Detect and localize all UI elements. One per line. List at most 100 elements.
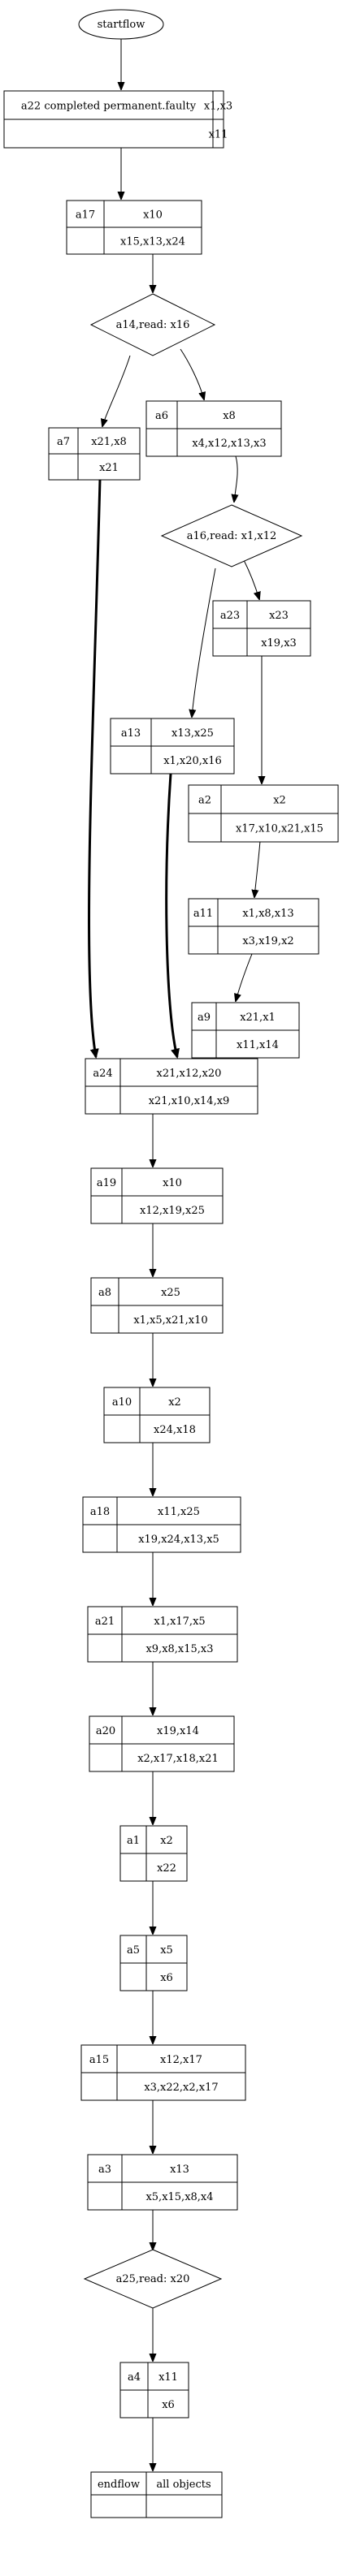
node-bottom-vars: x21 <box>99 462 119 474</box>
node-top-vars: x2 <box>273 795 286 807</box>
node-label: a22 completed permanent.faulty <box>21 101 197 113</box>
node-top-vars: x1,x17,x5 <box>154 1616 205 1628</box>
node-label: a11 <box>193 908 213 920</box>
node-top-vars: x1,x8,x13 <box>242 908 293 920</box>
node-bottom-vars: x9,x8,x15,x3 <box>145 1643 213 1655</box>
node-label: a2 <box>198 795 211 807</box>
start-node: startflow <box>78 9 164 40</box>
node-top-vars: x5 <box>160 1944 173 1957</box>
node-bottom-vars: x19,x3 <box>261 637 297 649</box>
node-bottom-vars: x1,x5,x21,x10 <box>133 1314 207 1327</box>
node-top-vars: x21,x8 <box>91 436 127 448</box>
node-top-vars: x25 <box>161 1287 180 1299</box>
edge-a14-a7 <box>102 355 131 426</box>
decision-label: a16,read: x1,x12 <box>187 530 277 542</box>
node-bottom-vars: x21,x10,x14,x9 <box>149 1095 230 1107</box>
node-label: a21 <box>95 1616 115 1628</box>
node-a19: a19 x10 x12,x19,x25 <box>90 1167 224 1224</box>
node-bottom-vars: x24,x18 <box>154 1424 196 1436</box>
node-a6: a6 x8 x4,x12,x13,x3 <box>145 400 282 457</box>
node-a14: a14,read: x16 <box>89 293 216 356</box>
node-bottom-vars: x19,x24,x13,x5 <box>138 1534 219 1546</box>
node-bottom-vars: x2,x17,x18,x21 <box>137 1753 219 1765</box>
end-label: endflow <box>98 2479 140 2491</box>
node-a11: a11 x1,x8,x13 x3,x19,x2 <box>188 898 319 955</box>
node-a10: a10 x2 x24,x18 <box>103 1387 211 1443</box>
edge-a13-a24 <box>165 773 177 1057</box>
node-label: a18 <box>90 1506 110 1518</box>
decision-label: a25,read: x20 <box>116 2273 190 2285</box>
node-top-vars: x19,x14 <box>157 1725 199 1737</box>
node-a25: a25,read: x20 <box>83 2249 223 2309</box>
node-a13: a13 x13,x25 x1,x20,x16 <box>110 718 235 775</box>
node-label: a24 <box>93 1068 112 1080</box>
node-a1: a1 x2 x22 <box>119 1825 188 1882</box>
node-a7: a7 x21,x8 x21 <box>48 427 141 481</box>
node-label: a7 <box>57 436 70 448</box>
node-top-vars: x2 <box>168 1396 181 1409</box>
node-top-vars: x23 <box>269 610 289 622</box>
node-bottom-vars: x5,x15,x8,x4 <box>145 2191 213 2203</box>
node-a3: a3 x13 x5,x15,x8,x4 <box>87 2154 238 2211</box>
start-label: startflow <box>98 19 145 31</box>
node-bottom-vars: x3,x19,x2 <box>242 935 293 947</box>
node-top-vars: x2 <box>160 1835 173 1847</box>
node-a20: a20 x19,x14 x2,x17,x18,x21 <box>89 1715 235 1772</box>
node-top-vars: x11 <box>158 2371 178 2384</box>
node-a15: a15 x12,x17 x3,x22,x2,x17 <box>80 2044 246 2101</box>
edge-a11-a9 <box>236 953 253 1001</box>
node-top-vars: x11,x25 <box>158 1506 200 1518</box>
node-label: a1 <box>127 1835 140 1847</box>
node-a24: a24 x21,x12,x20 x21,x10,x14,x9 <box>85 1058 258 1115</box>
node-a8: a8 x25 x1,x5,x21,x10 <box>90 1277 224 1334</box>
node-a9: a9 x21,x1 x11,x14 <box>191 1002 300 1059</box>
decision-label: a14,read: x16 <box>116 319 190 331</box>
node-bottom-vars: x6 <box>160 1972 173 1984</box>
node-bottom-vars: x11,x14 <box>237 1039 279 1051</box>
node-label: a4 <box>128 2371 141 2384</box>
edge-a16-a13 <box>192 567 216 717</box>
node-label: a8 <box>98 1287 111 1299</box>
node-top-vars: x12,x17 <box>160 2054 202 2066</box>
node-label: a10 <box>112 1396 132 1409</box>
node-label: a5 <box>127 1944 140 1957</box>
node-bottom-vars: x4,x12,x13,x3 <box>192 438 266 450</box>
node-top-vars: x8 <box>223 410 236 422</box>
node-bottom-vars: x1,x20,x16 <box>163 755 222 767</box>
node-bottom-vars: x11 <box>209 129 228 141</box>
node-label: a9 <box>198 1012 211 1024</box>
node-top-vars: x10 <box>143 209 163 222</box>
node-a21: a21 x1,x17,x5 x9,x8,x15,x3 <box>87 1606 238 1663</box>
node-a23: a23 x23 x19,x3 <box>212 600 311 657</box>
node-label: a17 <box>76 209 95 222</box>
edge-a16-a23 <box>243 559 259 599</box>
node-label: a23 <box>220 610 240 622</box>
node-label: a20 <box>96 1725 115 1737</box>
node-bottom-vars: x15,x13,x24 <box>120 236 185 248</box>
node-label: a13 <box>121 727 141 740</box>
node-label: a6 <box>155 410 168 422</box>
node-label: a19 <box>97 1177 116 1189</box>
node-a18: a18 x11,x25 x19,x24,x13,x5 <box>82 1496 241 1553</box>
node-a17: a17 x10 x15,x13,x24 <box>66 200 202 255</box>
node-top-vars: x1,x3 <box>204 101 232 113</box>
node-top-vars: x13,x25 <box>172 727 214 740</box>
node-bottom-vars: x22 <box>157 1862 176 1875</box>
node-top-vars: x21,x1 <box>240 1012 276 1024</box>
node-a5: a5 x5 x6 <box>119 1935 188 1991</box>
node-top-vars: x21,x12,x20 <box>157 1068 222 1080</box>
edge-a7-a24 <box>88 478 102 1057</box>
node-label: a3 <box>98 2164 111 2176</box>
end-value: all objects <box>156 2479 211 2491</box>
edge-a2-a11 <box>254 840 261 897</box>
edge-a6-a16 <box>234 455 237 502</box>
node-label: a15 <box>89 2054 109 2066</box>
node-bottom-vars: x3,x22,x2,x17 <box>144 2082 218 2094</box>
edge-a14-a6 <box>180 348 204 399</box>
node-bottom-vars: x12,x19,x25 <box>140 1205 205 1217</box>
node-top-vars: x10 <box>163 1177 182 1189</box>
node-top-vars: x13 <box>170 2164 189 2176</box>
